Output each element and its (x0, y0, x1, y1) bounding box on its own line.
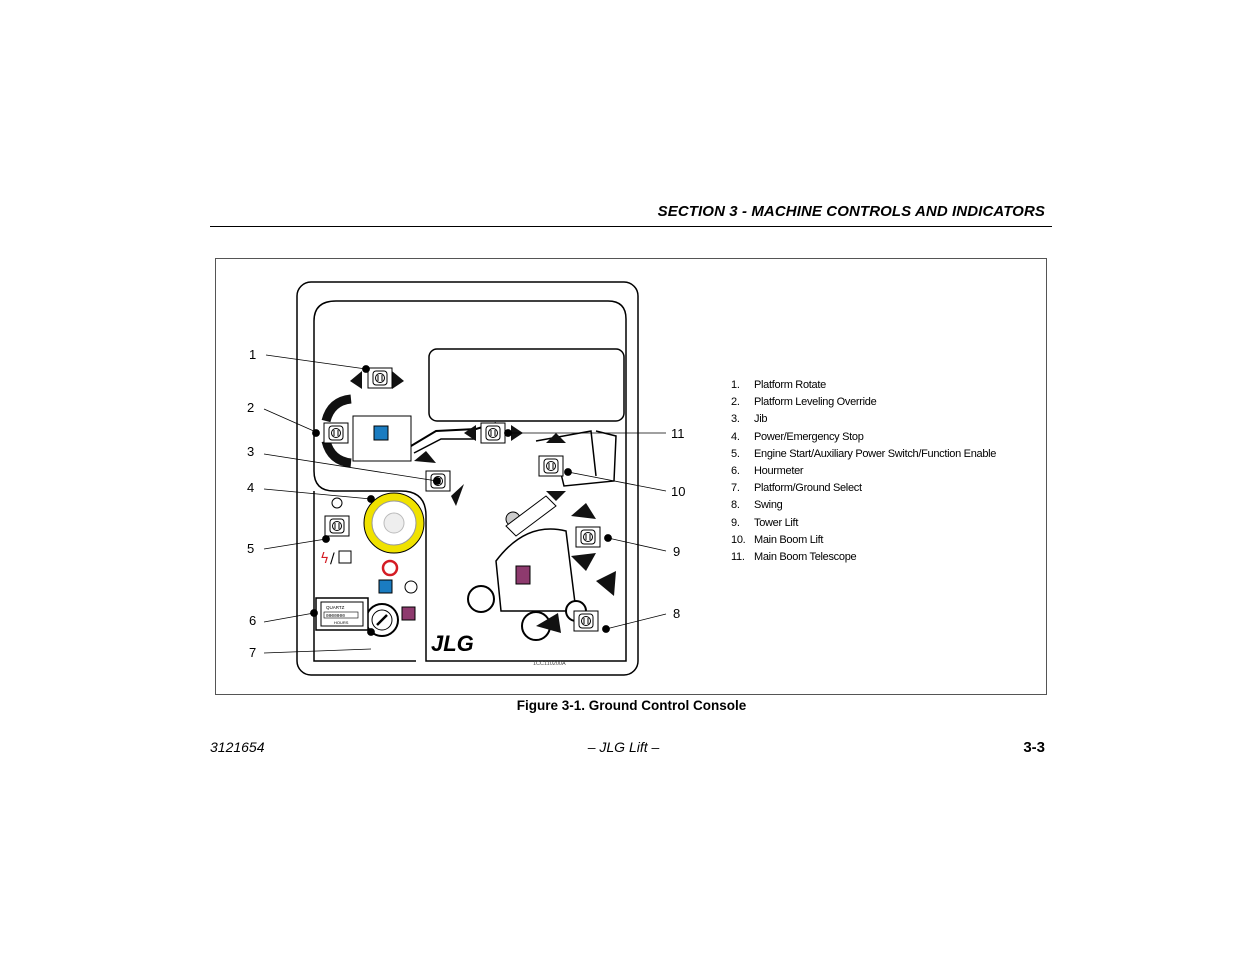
legend-item: 6.Hourmeter (731, 464, 804, 477)
hourmeter-digits: 0000000 (326, 613, 345, 619)
callout-8: 8 (673, 606, 680, 621)
display-window (428, 348, 625, 422)
doc-number: 3121654 (210, 739, 265, 755)
platform-leveling-switch (321, 394, 412, 468)
indicator-lamp (404, 580, 418, 594)
callout-10: 10 (671, 484, 685, 499)
jib-switch (414, 451, 464, 506)
figure-legend: 1.Platform Rotate 2.Platform Leveling Ov… (731, 377, 996, 566)
header-rule (210, 226, 1052, 227)
legend-item: 1.Platform Rotate (731, 379, 826, 391)
main-boom-lift-switch (538, 433, 566, 501)
callout-9: 9 (673, 544, 680, 559)
panel-lower-left (313, 491, 416, 662)
drawing-code: 1CC110200A (533, 661, 566, 667)
swing-switch (536, 571, 616, 633)
callout-2: 2 (247, 400, 254, 415)
emergency-stop-button (363, 492, 425, 554)
blue-indicator (378, 579, 393, 594)
platform-rotate-switch (350, 367, 404, 389)
tower-lift-switch (571, 503, 601, 571)
hourmeter-brand: QUARTZ (326, 605, 345, 610)
callout-3: 3 (247, 444, 254, 459)
platform-ground-select-keyswitch (365, 603, 399, 637)
page-number: 3-3 (1023, 739, 1045, 756)
callout-6: 6 (249, 613, 256, 628)
panel-inner (313, 300, 627, 662)
legend-item: 11.Main Boom Telescope (731, 550, 857, 563)
figure-frame: ϟ / QUARTZ 0000000 HOURS JLG 1CC110200A (215, 258, 1047, 695)
legend-item: 2.Platform Leveling Override (731, 396, 877, 409)
legend-item: 10.Main Boom Lift (731, 533, 824, 546)
section-title: SECTION 3 - MACHINE CONTROLS AND INDICAT… (657, 203, 1045, 220)
callouts: 1 2 3 4 5 6 7 8 9 10 11 (247, 347, 685, 660)
footer-title: – JLG Lift – (587, 739, 660, 755)
callout-1: 1 (249, 347, 256, 362)
svg-text:/: / (330, 551, 335, 567)
legend-item: 4.Power/Emergency Stop (731, 430, 864, 443)
engine-start-switch: ϟ / (320, 497, 352, 567)
legend-item: 8.Swing (731, 499, 783, 512)
jlg-logo: JLG (431, 631, 474, 656)
legend-item: 7.Platform/Ground Select (731, 482, 862, 495)
purple-indicator (401, 606, 416, 621)
callout-11: 11 (671, 426, 685, 441)
legend-item: 3.Jib (731, 413, 768, 426)
hourmeter: QUARTZ 0000000 HOURS (315, 597, 369, 631)
callout-7: 7 (249, 645, 256, 660)
ground-control-console-drawing: ϟ / QUARTZ 0000000 HOURS JLG 1CC110200A (296, 281, 639, 676)
hourmeter-unit: HOURS (334, 620, 349, 625)
callout-5: 5 (247, 541, 254, 556)
legend-item: 5.Engine Start/Auxiliary Power Switch/Fu… (731, 447, 997, 460)
figure-caption: Figure 3-1. Ground Control Console (516, 698, 747, 713)
svg-text:ϟ: ϟ (320, 551, 329, 567)
stop-icon (381, 559, 399, 577)
legend-item: 9.Tower Lift (731, 516, 799, 529)
callout-4: 4 (247, 480, 254, 495)
